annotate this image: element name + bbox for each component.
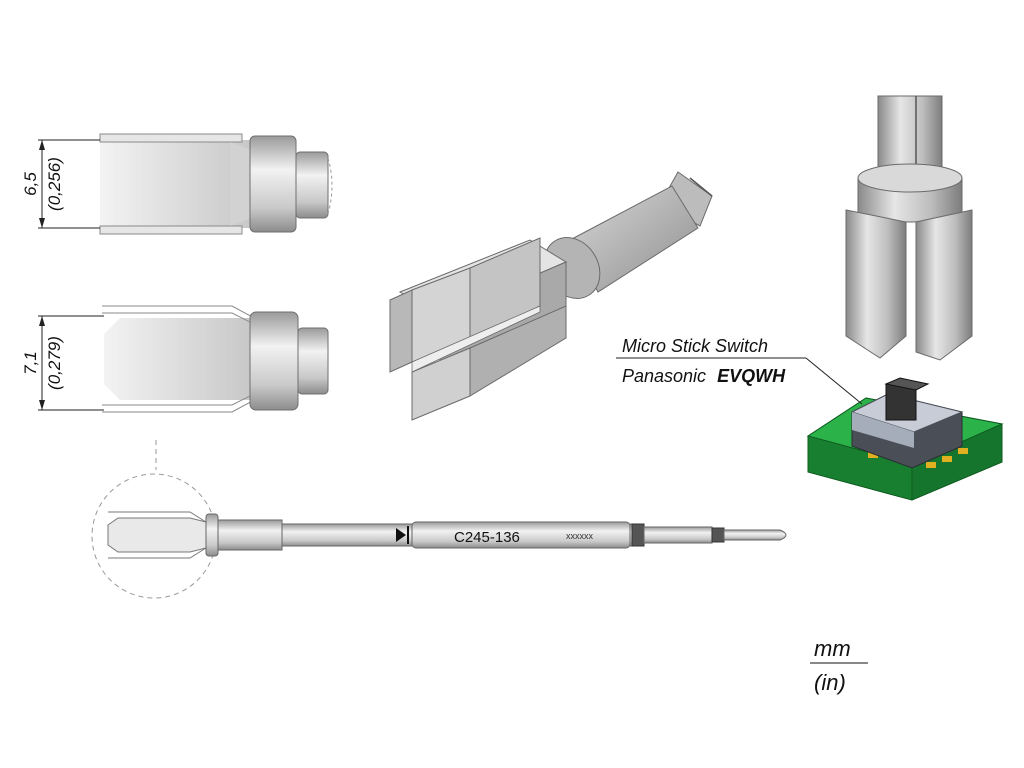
component-label: Micro Stick Switch Panasonic EVQWH bbox=[616, 336, 863, 405]
dimension-side-inches: (0,279) bbox=[45, 336, 64, 390]
dimension-top-value: 6,5 bbox=[21, 172, 40, 196]
svg-text:Panasonic EVQWH: Panasonic EVQWH bbox=[622, 366, 786, 386]
tip-top-view bbox=[99, 133, 333, 235]
tip-3d-iso bbox=[389, 171, 713, 421]
component-brand: Panasonic bbox=[622, 366, 706, 386]
switch-on-pcb bbox=[806, 377, 1004, 501]
dimension-top: 6,5 (0,256) bbox=[21, 139, 100, 229]
solder-pads bbox=[868, 448, 968, 468]
cartridge-serial: xxxxxx bbox=[566, 531, 594, 541]
units-primary: mm bbox=[814, 636, 851, 661]
dimension-side-value: 7,1 bbox=[21, 351, 40, 375]
component-part: EVQWH bbox=[717, 366, 786, 386]
cartridge-model: C245-136 bbox=[454, 529, 520, 546]
dimension-top-inches: (0,256) bbox=[45, 157, 64, 211]
tip-3d-front bbox=[845, 95, 973, 361]
units-secondary: (in) bbox=[814, 670, 846, 695]
tip-side-view bbox=[102, 305, 329, 413]
units-legend: mm (in) bbox=[810, 636, 868, 695]
diode-arrow-icon bbox=[396, 526, 409, 544]
cartridge: C245-136 xxxxxx bbox=[91, 440, 787, 599]
component-name: Micro Stick Switch bbox=[622, 336, 768, 356]
dimension-side: 7,1 (0,279) bbox=[21, 315, 104, 411]
